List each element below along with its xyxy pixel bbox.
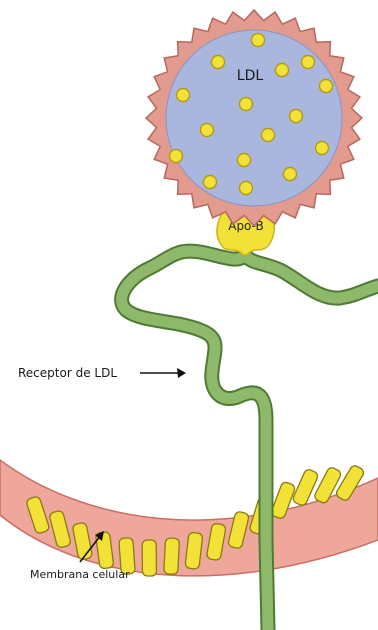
lipid-dot (238, 154, 251, 167)
lipid-dot (201, 124, 214, 137)
lipid-dot (170, 150, 183, 163)
lipid-dot (240, 98, 253, 111)
receptor-arrow-head (177, 368, 186, 378)
membrane-cell (142, 540, 156, 576)
membrane-cell (164, 538, 180, 575)
lipid-dot (276, 64, 289, 77)
lipid-dot (316, 142, 329, 155)
membrane-cell (292, 468, 319, 507)
ldl-label: LDL (237, 68, 264, 84)
ldl-core (166, 30, 342, 206)
lipid-dot (252, 34, 265, 47)
receptor-callout: Receptor de LDL (18, 366, 186, 380)
lipid-dot (240, 182, 253, 195)
receptor-label: Receptor de LDL (18, 366, 117, 380)
lipid-dot (302, 56, 315, 69)
cell-membrane (0, 460, 378, 576)
lipid-dot (262, 129, 275, 142)
lipid-dot (290, 110, 303, 123)
lipid-dot (320, 80, 333, 93)
ldl-particle: LDL (146, 10, 362, 226)
membrane-label: Membrana celular (30, 568, 130, 581)
lipid-dot (212, 56, 225, 69)
lipid-dot (177, 89, 190, 102)
lipid-dot (284, 168, 297, 181)
lipid-dot (204, 176, 217, 189)
